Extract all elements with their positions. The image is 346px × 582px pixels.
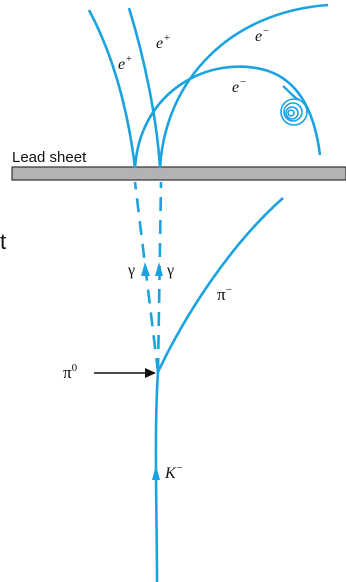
k-minus-label: K− xyxy=(164,462,183,482)
pi-zero-label: π0 xyxy=(63,362,78,382)
e-plus-right-label: e+ xyxy=(156,32,171,52)
electron-spiral xyxy=(281,99,307,125)
e-plus-right-track xyxy=(129,8,160,168)
pi-minus-label: π− xyxy=(217,284,232,304)
gamma-right-label: γ xyxy=(166,262,174,279)
cropped-text-fragment: t xyxy=(0,229,6,254)
gamma-left-label: γ xyxy=(127,262,135,279)
e-minus-upper-label: e− xyxy=(255,25,270,45)
e-plus-left-label: e+ xyxy=(118,53,133,73)
lead-sheet-label: Lead sheet xyxy=(12,149,87,166)
e-plus-left-track xyxy=(89,10,135,168)
gamma-right-arrow xyxy=(155,262,163,276)
pi-zero-pointer-head xyxy=(145,368,156,378)
gamma-left-track xyxy=(135,182,158,372)
gamma-right-track xyxy=(158,182,161,372)
k-minus-direction-arrow xyxy=(152,465,160,480)
lead-sheet xyxy=(12,167,346,180)
e-minus-lower-label: e− xyxy=(232,76,247,96)
gamma-left-arrow xyxy=(141,262,150,276)
